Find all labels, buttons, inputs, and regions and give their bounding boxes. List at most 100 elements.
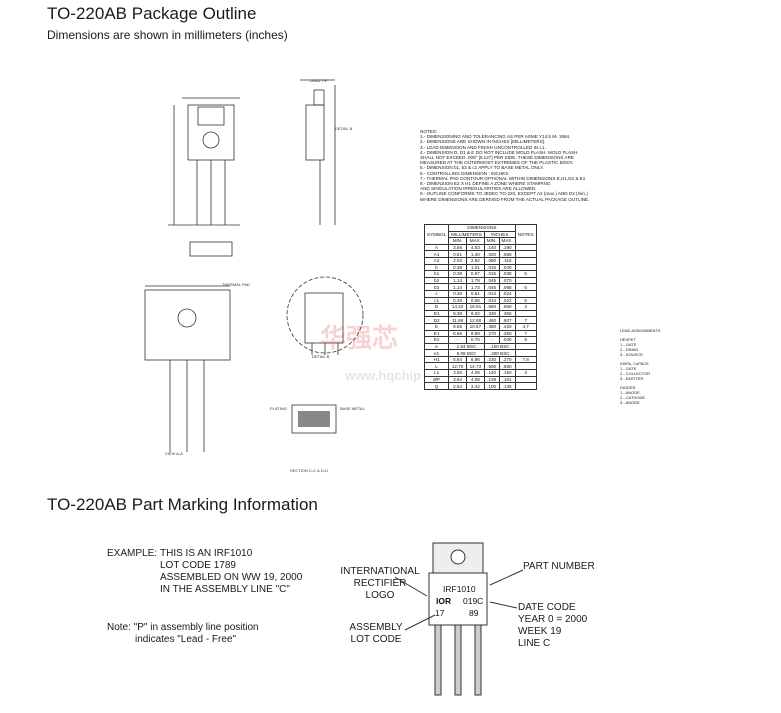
note-line: SHALL NOT EXCEED .005" [0.127] PER SIDE.…: [420, 155, 574, 161]
lead-item: 3.- EMITTER: [620, 376, 644, 381]
table-cell: .135: [498, 382, 516, 390]
table-cell: .270: [483, 329, 500, 338]
ir-logo-text: IOR: [436, 596, 451, 606]
table-cell: 6.86: [448, 329, 467, 338]
table-cell: D: [423, 303, 450, 311]
note-line: 3.- LEAD DIMENSION AND FINISH UNCONTROLL…: [420, 144, 546, 150]
assembly-lot-label: ASSEMBLY LOT CODE: [349, 622, 403, 645]
hexfet-title: HEXFET: [620, 337, 636, 342]
table-cell: 0.61: [465, 289, 485, 298]
lead-free-note-2: indicates "Lead - Free": [135, 634, 237, 645]
table-cell: 4.83: [465, 243, 485, 252]
example-text: THIS IS AN IRF1010 LOT CODE 1789 ASSEMBL…: [160, 548, 302, 596]
table-cell: 3.56: [448, 369, 467, 377]
table-cell: 0.36: [448, 289, 467, 298]
table-cell: .022: [498, 296, 516, 305]
table-cell: .380: [483, 322, 500, 331]
table-cell: A2: [423, 256, 450, 265]
table-cell: .014: [483, 289, 500, 298]
table-cell: 0.97: [465, 270, 485, 278]
table-cell: 8: [514, 336, 537, 344]
table-cell: 1.40: [465, 250, 485, 258]
notes-header: NOTES: [514, 224, 537, 245]
table-cell: [514, 250, 537, 258]
table-cell: c1: [423, 296, 450, 305]
top-view-body: [187, 104, 235, 161]
table-cell: 12.88: [465, 316, 485, 324]
table-cell: 3.54: [448, 375, 467, 384]
table-cell: e1: [423, 349, 450, 357]
table-cell: [514, 289, 537, 298]
thermal-pad-label: THERMAL PAD: [222, 282, 250, 287]
table-cell: .100 BSC: [483, 342, 516, 351]
table-cell: [514, 309, 537, 318]
table-cell: -: [483, 336, 500, 344]
table-cell: [514, 263, 537, 272]
table-cell: [514, 276, 537, 285]
table-cell: b: [423, 263, 450, 272]
table-cell: 9.02: [465, 309, 485, 318]
table-cell: .330: [483, 309, 500, 318]
table-cell: [514, 375, 537, 384]
example-line: LOT CODE 1789: [160, 560, 236, 571]
section-body: [291, 404, 337, 434]
table-cell: 16.51: [465, 303, 485, 311]
table-cell: .270: [498, 355, 516, 364]
table-cell: .580: [498, 362, 516, 371]
table-cell: 5: [514, 270, 537, 278]
table-cell: L1: [423, 369, 450, 377]
mm-header: MILLIMETERS: [448, 230, 485, 239]
watermark-url: www.hqchip: [345, 368, 422, 383]
table-cell: [514, 256, 537, 265]
lead-item: 1.- GATE: [620, 342, 637, 347]
symbol-header: SYMBOL: [423, 224, 450, 245]
outline-title: TO-220AB Package Outline: [47, 4, 257, 23]
table-cell: 5: [514, 283, 537, 291]
table-cell: E1: [423, 329, 450, 338]
table-cell: c: [423, 289, 450, 298]
table-cell: D1: [423, 309, 450, 318]
detail-b-caption: DETAIL B: [312, 354, 330, 359]
table-cell: 12.70: [448, 362, 467, 371]
table-cell: [514, 382, 537, 390]
table-cell: b3: [423, 283, 450, 291]
table-cell: 11.68: [448, 316, 467, 324]
note-line: MEASURED AT THE OUTERMOST EXTREMES OF TH…: [420, 160, 574, 166]
marking-title: TO-220AB Part Marking Information: [47, 495, 318, 514]
table-cell: 14.22: [448, 303, 467, 311]
lead-assignments-title: LEAD ASSIGNMENTS: [620, 328, 661, 333]
table-cell: .070: [498, 276, 516, 285]
table-cell: 7,8: [514, 355, 537, 364]
table-cell: 0.51: [448, 250, 467, 258]
example-line: THIS IS AN IRF1010: [160, 548, 253, 559]
table-cell: .161: [498, 375, 516, 384]
detail-b-label: DETAIL B: [335, 126, 353, 131]
note-line: 4.- DIMENSION D, D1 & E DO NOT INCLUDE M…: [420, 149, 578, 155]
inches-header: INCHES: [483, 230, 516, 239]
table-cell: .139: [483, 375, 500, 384]
table-cell: 3.56: [448, 243, 467, 252]
table-cell: .560: [483, 303, 500, 311]
table-cell: 5.08 BSC: [448, 349, 485, 357]
lot-right-text: 89: [469, 608, 479, 618]
table-cell: .160: [498, 369, 516, 377]
table-cell: 2.54: [448, 382, 467, 390]
table-cell: 8.38: [448, 309, 467, 318]
table-cell: .460: [483, 316, 500, 324]
table-cell: 8.89: [465, 329, 485, 338]
table-cell: b1: [423, 270, 450, 278]
table-cell: .080: [483, 256, 500, 265]
table-cell: 0.38: [448, 270, 467, 278]
lot-left-text: 17: [435, 608, 445, 618]
note-line: 7.- THERMAL PAD CONTOUR OPTIONAL WITHIN …: [420, 175, 586, 181]
note-line: 6.- CONTROLLING DIMENSION : INCHES.: [420, 170, 510, 176]
table-cell: .055: [498, 250, 516, 258]
table-cell: .500: [483, 362, 500, 371]
